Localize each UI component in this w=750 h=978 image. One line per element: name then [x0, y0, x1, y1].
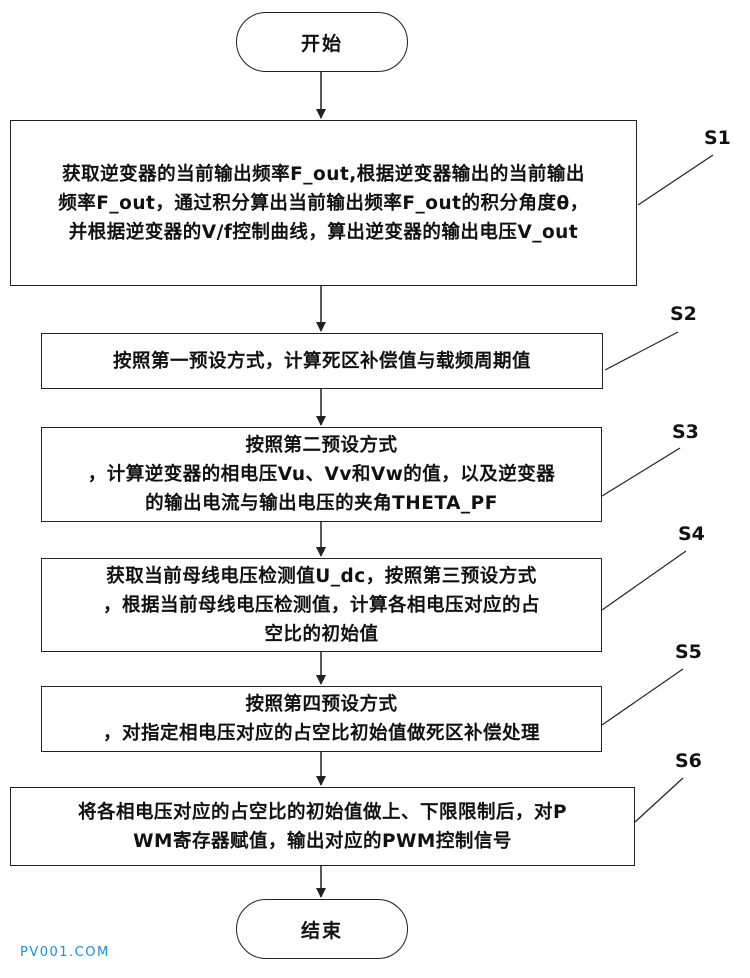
step-s1-box: 获取逆变器的当前输出频率F_out,根据逆变器输出的当前输出 频率F_out，通…: [10, 120, 637, 286]
step-s1-line-1: 获取逆变器的当前输出频率F_out,根据逆变器输出的当前输出: [62, 163, 585, 185]
leader-s3: [601, 447, 681, 497]
end-terminal: 结束: [236, 899, 408, 959]
step-s3-line-1: 按照第二预设方式: [245, 435, 398, 456]
step-s4-line-2: ，根据当前母线电压检测值，计算各相电压对应的占: [102, 594, 540, 616]
step-s4-line-3: 空比的初始值: [264, 623, 379, 645]
step-label-s4: S4: [678, 523, 705, 545]
step-s5-line-1: 按照第四预设方式: [245, 694, 398, 715]
step-s2-line-1: 按照第一预设方式，计算死区补偿值与载频周期值: [112, 350, 531, 372]
leader-s6: [634, 777, 684, 823]
step-label-s1: S1: [704, 127, 731, 149]
step-s4-line-1: 获取当前母线电压检测值U_dc，按照第三预设方式: [106, 565, 537, 587]
step-s6-box: 将各相电压对应的占空比的初始值做上、下限限制后，对P WM寄存器赋值，输出对应的…: [10, 787, 635, 866]
step-s5-box: 按照第四预设方式 ，对指定相电压对应的占空比初始值做死区补偿处理: [41, 686, 602, 752]
watermark: PV001.COM: [20, 945, 110, 960]
step-s6-line-2: WM寄存器赋值，输出对应的PWM控制信号: [133, 830, 512, 852]
step-s6-line-1: 将各相电压对应的占空比的初始值做上、下限限制后，对P: [77, 801, 568, 823]
start-terminal: 开始: [236, 12, 408, 72]
step-label-s6: S6: [675, 750, 702, 772]
step-s4-box: 获取当前母线电压检测值U_dc，按照第三预设方式 ，根据当前母线电压检测值，计算…: [41, 558, 602, 652]
step-s3-line-3: 的输出电流与输出电压的夹角THETA_PF: [145, 493, 498, 514]
leader-s2: [604, 331, 679, 371]
step-s3-box: 按照第二预设方式 ，计算逆变器的相电压Vu、Vv和Vw的值，以及逆变器 的输出电…: [41, 427, 602, 522]
leader-s5: [601, 668, 684, 726]
step-label-s3: S3: [672, 421, 699, 443]
leader-s1: [637, 154, 714, 206]
step-s3-line-2: ，计算逆变器的相电压Vu、Vv和Vw的值，以及逆变器: [87, 464, 556, 485]
step-s1-line-3: 并根据逆变器的V/f控制曲线，算出逆变器的输出电压V_out: [68, 221, 579, 243]
step-s2-box: 按照第一预设方式，计算死区补偿值与载频周期值: [41, 333, 603, 389]
step-s1-line-2: 频率F_out，通过积分算出当前输出频率F_out的积分角度θ，: [58, 192, 589, 214]
leader-s4: [601, 550, 687, 611]
step-s5-line-2: ，对指定相电压对应的占空比初始值做死区补偿处理: [102, 723, 540, 744]
step-label-s2: S2: [670, 303, 697, 325]
step-label-s5: S5: [675, 641, 702, 663]
